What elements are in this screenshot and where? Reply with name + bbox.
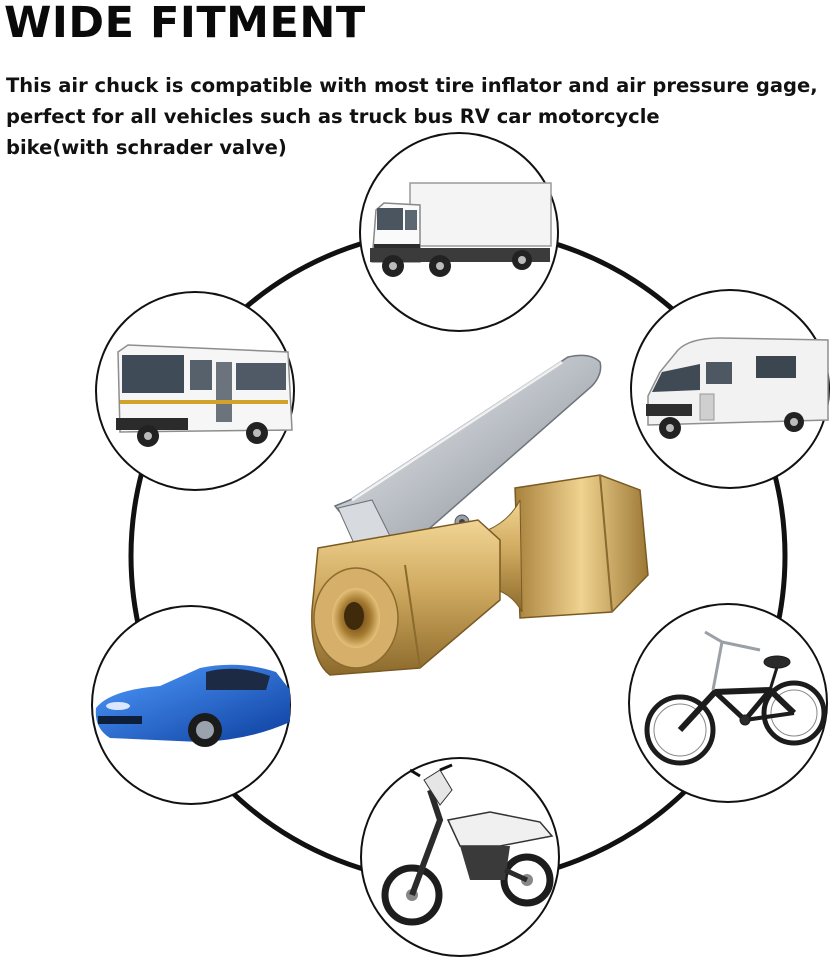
bus-icon (116, 344, 293, 447)
air-chuck-icon (311, 354, 649, 676)
motorcycle-icon (381, 763, 554, 926)
bicycle-image (628, 603, 828, 803)
truck-icon (370, 182, 552, 277)
bus-image (95, 291, 295, 491)
car-icon (95, 664, 291, 747)
product-description: This air chuck is compatible with most t… (6, 70, 826, 163)
rv-image (630, 289, 830, 489)
page-title: WIDE FITMENT (4, 0, 366, 48)
rv-icon (646, 337, 829, 439)
truck-image (359, 132, 559, 332)
car-image (91, 605, 291, 805)
motorcycle-image (360, 757, 560, 957)
description-line-1: This air chuck is compatible with most t… (6, 74, 818, 97)
description-line-3: bike(with schrader valve) (6, 136, 287, 159)
bicycle-icon (644, 630, 827, 766)
description-line-2: perfect for all vehicles such as truck b… (6, 105, 660, 128)
